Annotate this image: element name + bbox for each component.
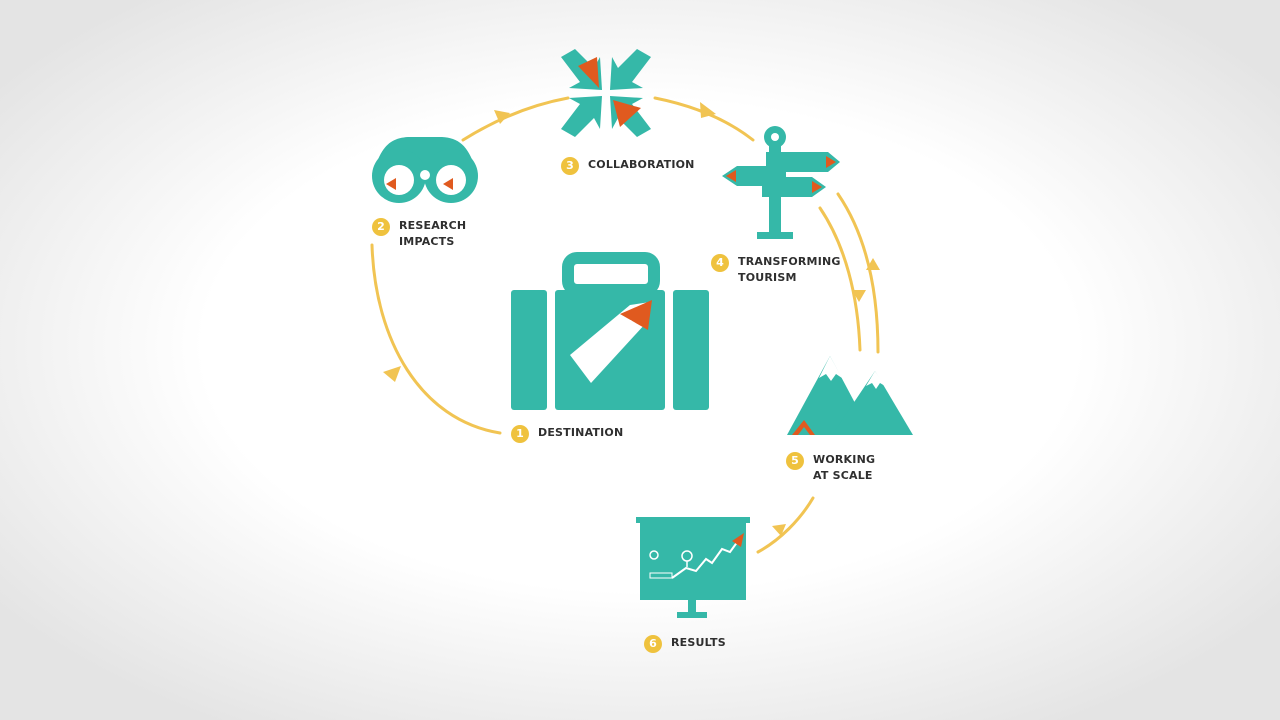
step-number-badge: 5 bbox=[786, 452, 804, 470]
suitcase-icon bbox=[511, 252, 709, 410]
step-number-badge: 6 bbox=[644, 635, 662, 653]
step-transforming-tourism: 4 TRANSFORMING TOURISM bbox=[711, 254, 841, 286]
signpost-icon bbox=[722, 126, 840, 239]
arrowhead-research bbox=[494, 110, 510, 124]
connector-transforming-to-working-a bbox=[818, 206, 862, 352]
mountains-icon bbox=[787, 356, 913, 435]
step-number-badge: 4 bbox=[711, 254, 729, 272]
step-results: 6 RESULTS bbox=[644, 635, 726, 653]
arrowhead-results bbox=[772, 524, 786, 536]
step-label: TRANSFORMING TOURISM bbox=[738, 255, 841, 284]
binoculars-icon bbox=[372, 137, 478, 203]
step-label: RESEARCH IMPACTS bbox=[399, 219, 467, 248]
step-label: WORKING AT SCALE bbox=[813, 453, 876, 482]
step-collaboration: 3 COLLABORATION bbox=[561, 157, 695, 175]
step-label: COLLABORATION bbox=[588, 158, 695, 171]
arrowhead-up bbox=[866, 258, 880, 270]
step-number-badge: 1 bbox=[511, 425, 529, 443]
arrowhead-collaboration bbox=[700, 102, 716, 118]
step-number-badge: 2 bbox=[372, 218, 390, 236]
step-label: DESTINATION bbox=[538, 426, 624, 439]
step-research-impacts: 2 RESEARCH IMPACTS bbox=[372, 218, 466, 250]
step-working-at-scale: 5 WORKING AT SCALE bbox=[786, 452, 875, 484]
connector-research-to-collaboration bbox=[461, 96, 570, 142]
step-label: RESULTS bbox=[671, 636, 726, 649]
connector-working-to-results bbox=[756, 496, 815, 554]
arrowhead-up-left bbox=[383, 366, 401, 382]
converging-arrows-icon bbox=[561, 49, 651, 137]
step-destination: 1 DESTINATION bbox=[511, 425, 623, 443]
arrowhead-down bbox=[852, 290, 866, 302]
presentation-board-icon bbox=[636, 517, 750, 618]
connector-transforming-to-working-b bbox=[836, 192, 880, 354]
connector-collaboration-to-transforming bbox=[653, 96, 755, 142]
step-number-badge: 3 bbox=[561, 157, 579, 175]
connector-destination-to-research bbox=[370, 243, 502, 435]
